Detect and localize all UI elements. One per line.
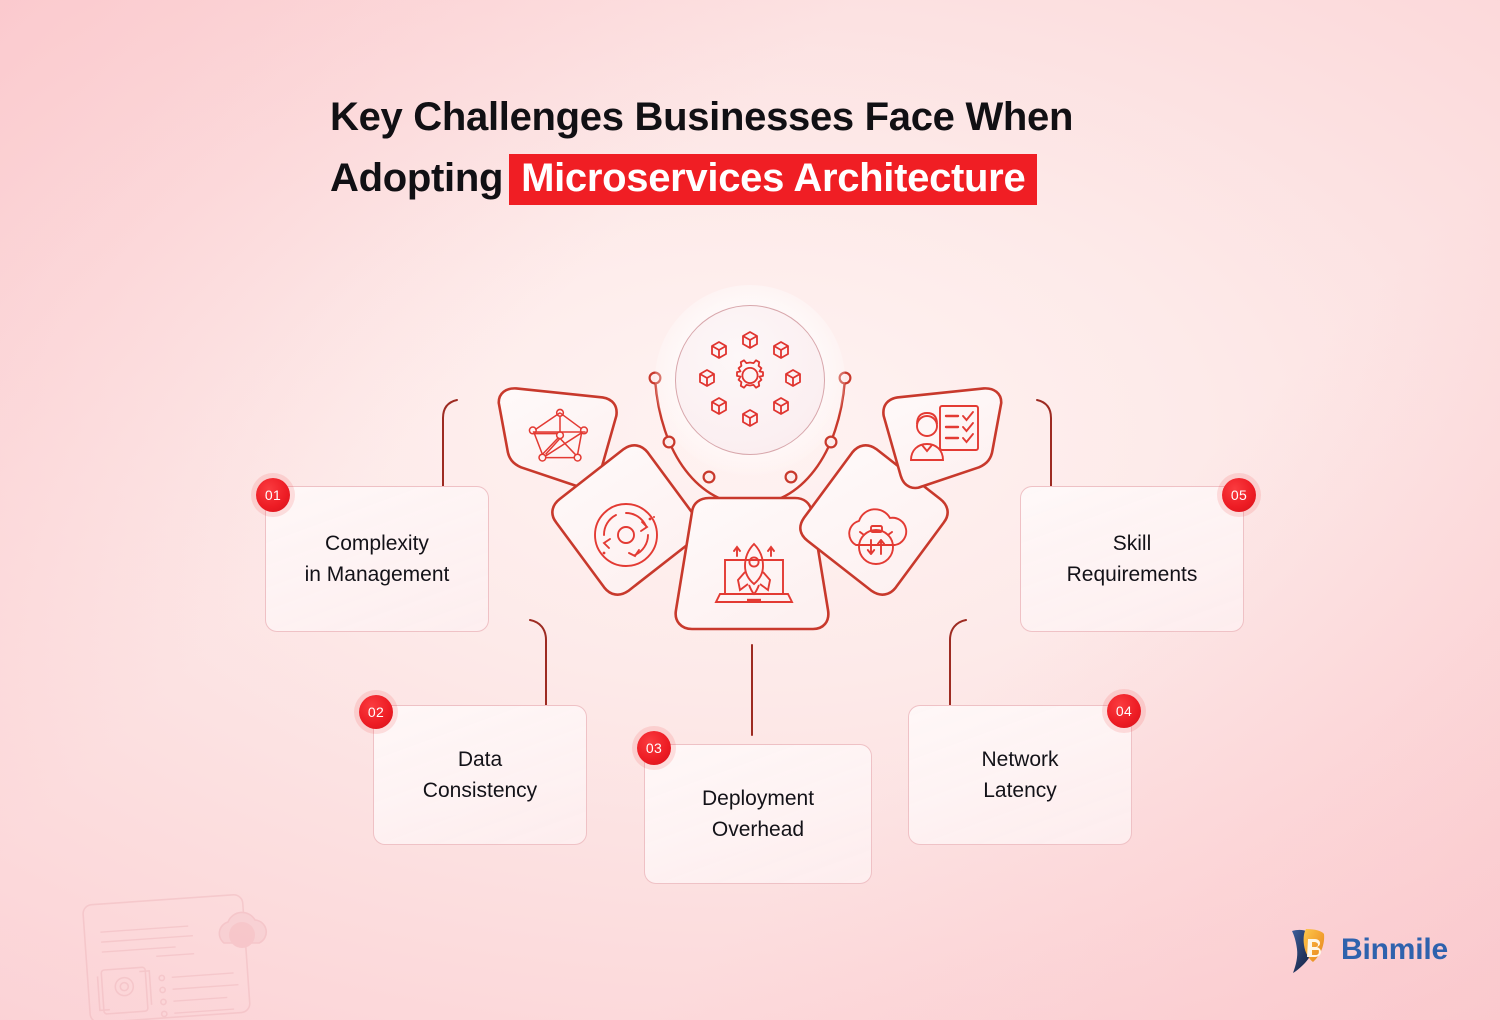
page-title: Key Challenges Businesses Face When Adop…	[330, 88, 1230, 208]
petal-5[interactable]	[881, 385, 1003, 491]
cloud-stopwatch-icon	[848, 508, 908, 565]
challenge-badge-3: 03	[637, 731, 671, 765]
title-line-2-plain: Adopting	[330, 156, 504, 201]
challenge-badge-1: 01	[256, 478, 290, 512]
brand-name: Binmile	[1341, 933, 1448, 966]
network-mesh-icon	[528, 408, 589, 462]
title-line-1: Key Challenges Businesses Face When	[330, 95, 1074, 139]
challenge-badge-5: 05	[1222, 478, 1256, 512]
rocket-laptop-icon	[714, 542, 794, 603]
hub-circle[interactable]	[675, 305, 825, 455]
document-cloud-watermark-illustration	[60, 885, 290, 1020]
sync-circular-arrows-icon	[594, 503, 658, 567]
challenge-badge-4: 04	[1107, 694, 1141, 728]
microservices-gear-cubes-icon	[699, 331, 801, 427]
title-highlight: Microservices Architecture	[509, 154, 1038, 206]
brand-logo[interactable]: Binmile	[1288, 925, 1448, 975]
challenge-badge-2: 02	[359, 695, 393, 729]
person-checklist-icon	[910, 405, 979, 461]
petal-3[interactable]	[674, 496, 830, 631]
binmile-shield-b-logo	[1292, 929, 1325, 973]
